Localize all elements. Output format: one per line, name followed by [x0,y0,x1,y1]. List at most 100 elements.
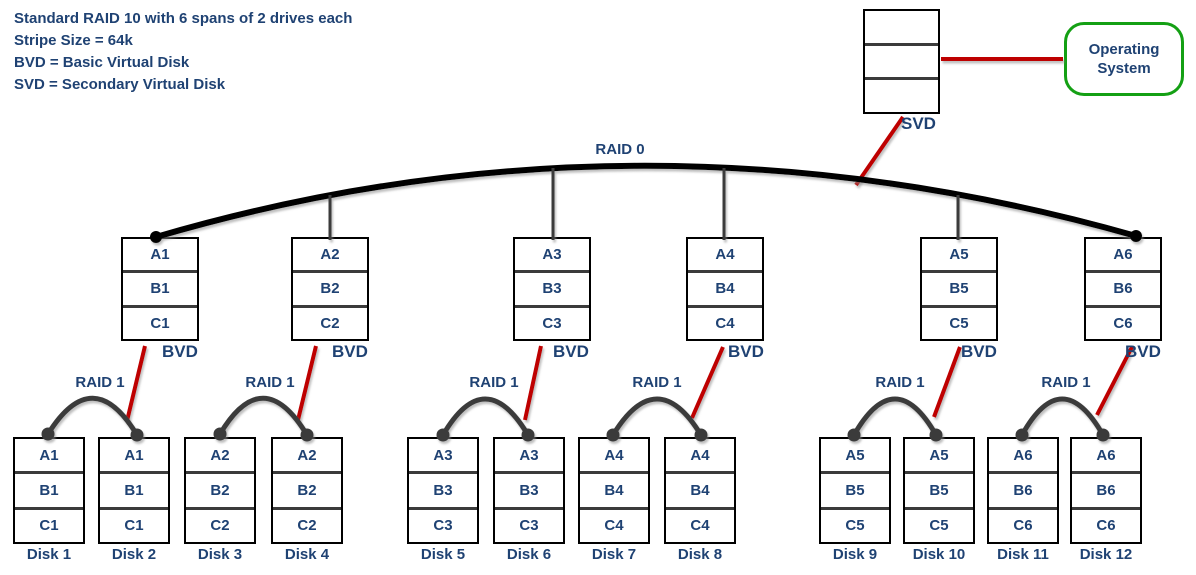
stripe-cell: C6 [1072,506,1140,542]
stripe-cell: A6 [1096,446,1116,464]
stripe-cell: A1 [150,246,170,264]
stripe-cell: C4 [580,506,648,542]
stripe-cell: C1 [123,304,197,339]
raid1-label-2: RAID 1 [245,374,295,391]
bvd-box-4: A4 B4 C4 [686,237,764,341]
stripe-cell: B3 [409,471,477,506]
stripe-cell: A2 [210,446,230,464]
stripe-cell: C3 [495,506,563,542]
raid1-arc-span5 [851,396,939,438]
svd-cell [865,77,938,112]
svd-box [863,9,940,114]
stripe-cell: C1 [100,506,168,542]
disk-box-10: A5 B5 C5 [903,437,975,544]
stripe-cell: C5 [821,506,889,542]
stripe-cell: A6 [1013,446,1033,464]
raid0-arc [153,162,1139,240]
disk-box-3: A2 B2 C2 [184,437,256,544]
stripe-cell: A3 [433,446,453,464]
stripe-cell: B6 [1072,471,1140,506]
stripe-cell: A3 [542,246,562,264]
raid1-arc-span2 [217,395,310,438]
legend-block: Standard RAID 10 with 6 spans of 2 drive… [14,8,352,96]
os-label-line2: System [1097,60,1151,77]
stripe-cell: C2 [293,304,367,339]
stripe-cell: B2 [273,471,341,506]
bvd-label-1: BVD [162,342,198,361]
stripe-cell: C6 [989,506,1057,542]
stripe-cell: A1 [39,446,59,464]
stripe-cell: C4 [666,506,734,542]
stripe-cell: A1 [124,446,144,464]
raid1-arc-span4 [610,396,704,438]
bvd-label-3: BVD [553,342,589,361]
stripe-cell: A4 [690,446,710,464]
stripe-cell: B4 [688,270,762,304]
raid1-arc-span3 [440,396,531,438]
disk-box-1: A1 B1 C1 [13,437,85,544]
disk-label-3: Disk 3 [197,546,243,563]
bvd-box-6: A6 B6 C6 [1084,237,1162,341]
raid1-label-4: RAID 1 [632,374,682,391]
bvd-box-5: A5 B5 C5 [920,237,998,341]
raid1-label-6: RAID 1 [1041,374,1091,391]
raid1-arc-span6 [1019,396,1106,438]
svd-to-raid0-connector [854,115,905,187]
disk-label-11: Disk 11 [997,546,1049,563]
bvd-label-2: BVD [332,342,368,361]
diagram-title: Standard RAID 10 with 6 spans of 2 drive… [14,10,353,27]
disk-box-2: A1 B1 C1 [98,437,170,544]
stripe-cell: C3 [409,506,477,542]
stripe-cell: B6 [1086,270,1160,304]
stripe-cell: B5 [905,471,973,506]
raid1-label-5: RAID 1 [875,374,925,391]
bvd-label-4: BVD [728,342,764,361]
operating-system-node: Operating System [1064,22,1184,96]
legend-svd-definition: SVD = Secondary Virtual Disk [14,76,226,93]
stripe-cell: A6 [1113,246,1133,264]
disk-box-8: A4 B4 C4 [664,437,736,544]
raid0-arc-group [150,162,1142,243]
stripe-cell: C5 [922,304,996,339]
os-label-line1: Operating [1088,41,1160,58]
disk-box-4: A2 B2 C2 [271,437,343,544]
stripe-cell: C1 [15,506,83,542]
raid1-label-3: RAID 1 [469,374,519,391]
stripe-cell: B1 [100,471,168,506]
raid0-label: RAID 0 [595,141,645,158]
svd-label: SVD [901,114,936,133]
stripe-cell: B2 [293,270,367,304]
bvd-box-3: A3 B3 C3 [513,237,591,341]
raid1-arcs-group [45,395,1106,438]
stripe-cell: A5 [929,446,949,464]
disk-box-9: A5 B5 C5 [819,437,891,544]
bvd-label-5: BVD [961,342,997,361]
disk-label-4: Disk 4 [284,546,330,563]
stripe-cell: A2 [320,246,340,264]
disk-label-7: Disk 7 [591,546,637,563]
stripe-cell: C4 [688,304,762,339]
stripe-cell: C6 [1086,304,1160,339]
disk-box-6: A3 B3 C3 [493,437,565,544]
stripe-cell: B4 [666,471,734,506]
stripe-cell: A2 [297,446,317,464]
disk-label-10: Disk 10 [912,546,966,563]
svd-cell [865,42,938,78]
disk-box-12: A6 B6 C6 [1070,437,1142,544]
bvd-label-6: BVD [1125,342,1161,361]
legend-bvd-definition: BVD = Basic Virtual Disk [14,54,190,71]
disk-label-12: Disk 12 [1079,546,1133,563]
stripe-cell: A3 [519,446,539,464]
stripe-cell: A4 [715,246,735,264]
bvd-box-1: A1 B1 C1 [121,237,199,341]
stripe-cell: B2 [186,471,254,506]
stripe-cell: B5 [922,270,996,304]
stripe-cell: C5 [905,506,973,542]
disk-label-1: Disk 1 [26,546,72,563]
legend-stripe-size: Stripe Size = 64k [14,32,133,49]
disk-box-11: A6 B6 C6 [987,437,1059,544]
disk-box-5: A3 B3 C3 [407,437,479,544]
raid1-arc-span1 [45,395,140,438]
disk-label-9: Disk 9 [832,546,878,563]
